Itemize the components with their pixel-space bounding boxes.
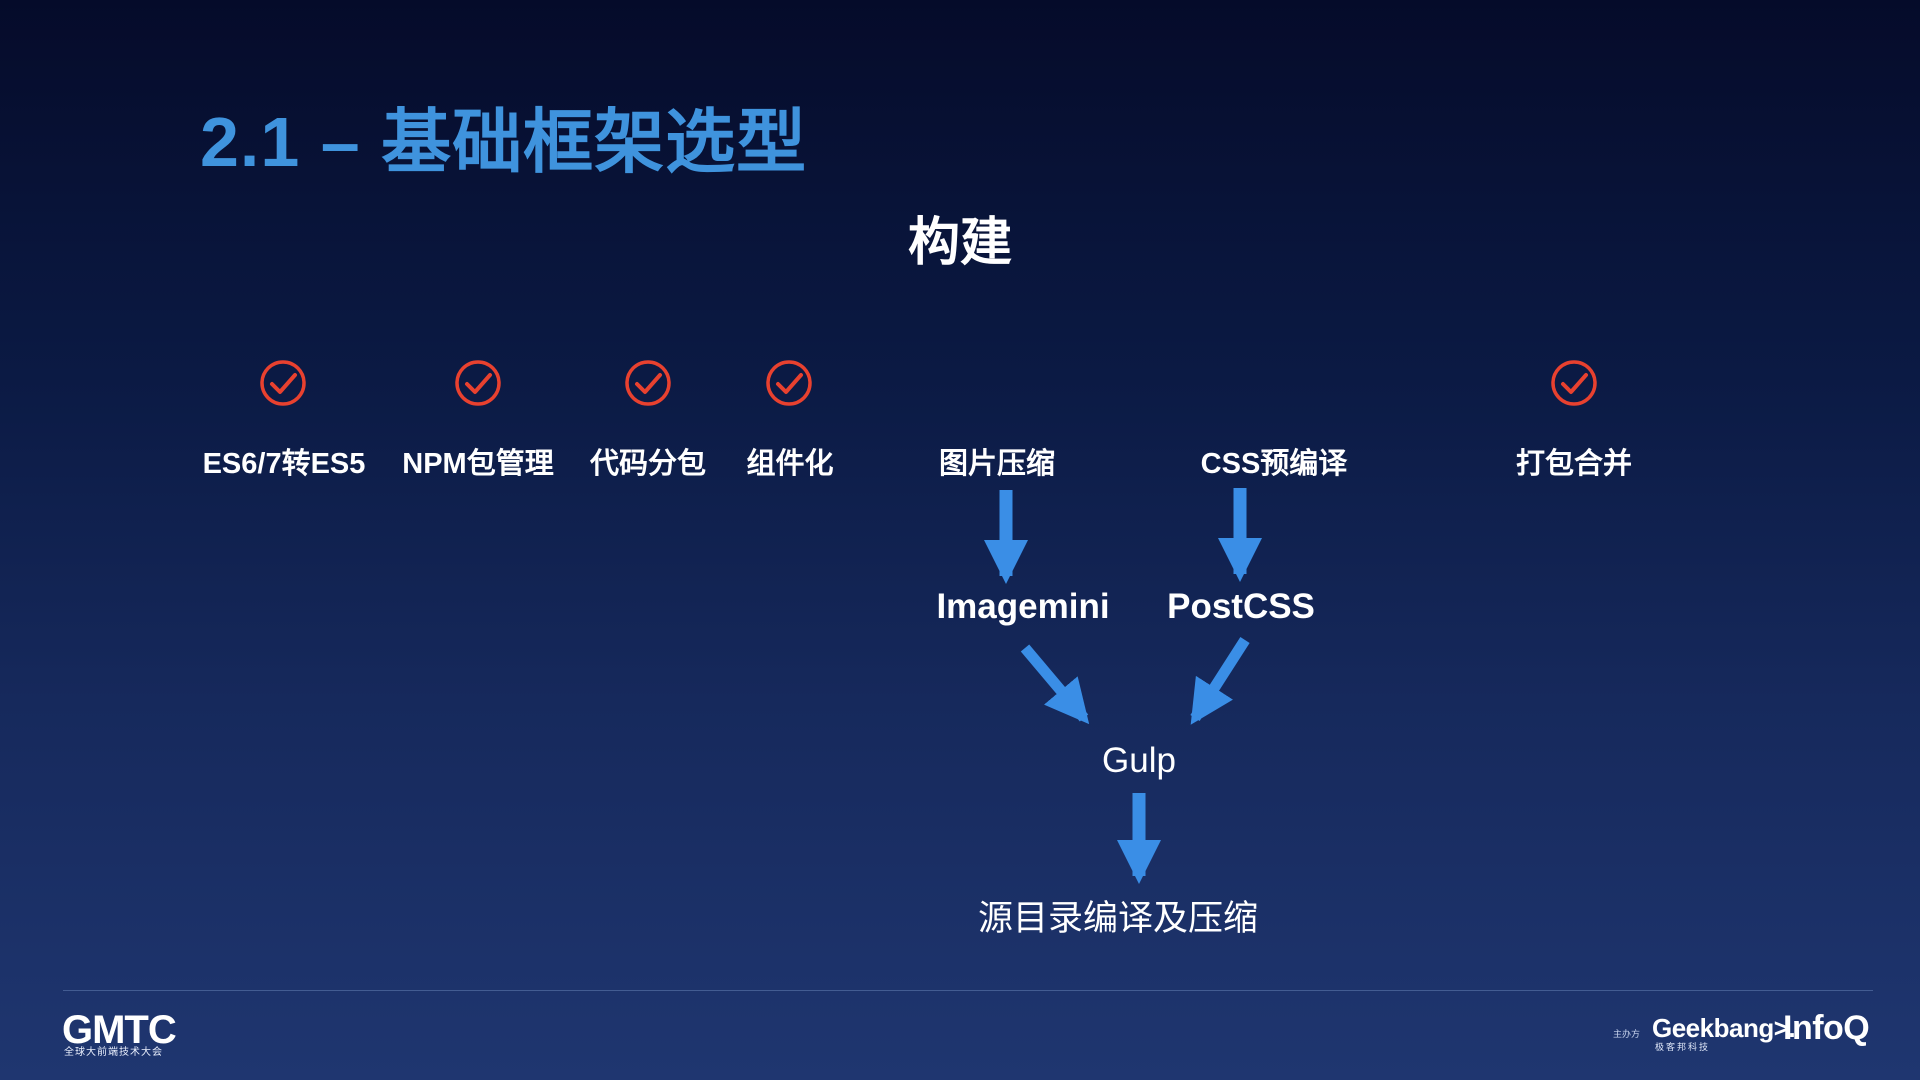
infoq-logo: InfoQ (1783, 1009, 1870, 1047)
flow-input-css: CSS预编译 (1200, 448, 1348, 480)
check-circle-icon (625, 360, 671, 406)
check-circle-icon (260, 360, 306, 406)
geekbang-logo-subtitle: 极客邦科技 (1655, 1042, 1711, 1052)
check-circle-icon (1551, 360, 1597, 406)
feature-label: ES6/7转ES5 (202, 448, 366, 480)
check-circle-icon (766, 360, 812, 406)
slide-subtitle: 构建 (907, 214, 1012, 272)
feature-label: 组件化 (746, 448, 834, 480)
feature-label: 代码分包 (589, 448, 707, 480)
flow-runner-gulp: Gulp (1102, 741, 1176, 780)
feature-label: 打包合并 (1515, 448, 1633, 480)
footer-divider (63, 990, 1873, 991)
geekbang-logo: Geekbang>. (1652, 1013, 1796, 1043)
flow-tool-postcss: PostCSS (1167, 587, 1315, 626)
feature-label: NPM包管理 (402, 448, 554, 480)
slide-title: 2.1 – 基础框架选型 (200, 103, 808, 181)
flow-input-image: 图片压缩 (938, 448, 1056, 480)
gmtc-logo: GMTC (62, 1008, 177, 1052)
arrow-icon (1190, 637, 1250, 725)
check-circle-icon (455, 360, 501, 406)
flow-tool-imagemini: Imagemini (936, 587, 1110, 626)
host-label: 主办方 (1613, 1029, 1641, 1039)
arrow-icon (1020, 644, 1090, 725)
flow-output: 源目录编译及压缩 (977, 899, 1259, 938)
gmtc-logo-subtitle: 全球大前端技术大会 (64, 1047, 163, 1058)
